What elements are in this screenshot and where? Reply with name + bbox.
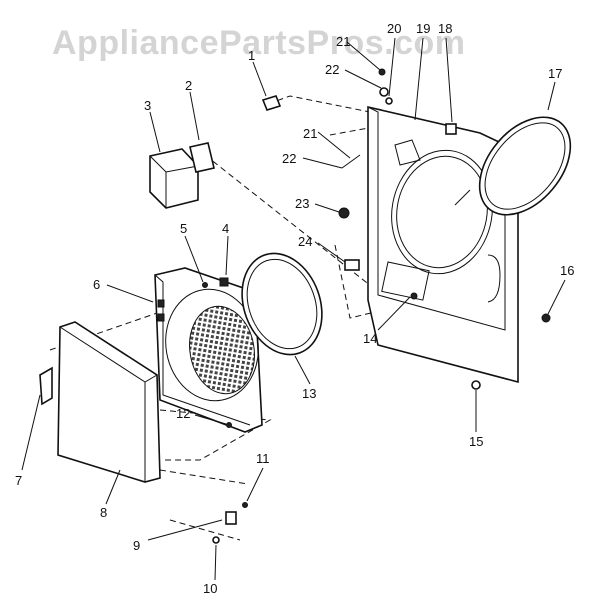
callout-15: 15 [469, 434, 483, 449]
callout-24: 24 [298, 234, 312, 249]
callout-22: 22 [325, 62, 339, 77]
callout-10: 10 [203, 581, 217, 596]
callout-9: 9 [133, 538, 140, 553]
part-3-control-box [149, 148, 199, 209]
part-2-plate [189, 142, 215, 173]
callout-19: 19 [416, 21, 430, 36]
leader-lines [21, 37, 566, 581]
callout-1: 1 [248, 48, 255, 63]
callout-14: 14 [363, 331, 377, 346]
callout-18: 18 [438, 21, 452, 36]
callout-21: 21 [336, 34, 350, 49]
callout-3: 3 [144, 98, 151, 113]
callout-7: 7 [15, 473, 22, 488]
callout-23: 23 [295, 196, 309, 211]
callout-22b: 22 [282, 151, 296, 166]
callouts: 1 2 3 4 5 6 7 8 9 10 11 12 13 14 15 16 1… [15, 21, 574, 596]
callout-6: 6 [93, 277, 100, 292]
callout-12: 12 [176, 406, 190, 421]
callout-16: 16 [560, 263, 574, 278]
callout-8: 8 [100, 505, 107, 520]
callout-17: 17 [548, 66, 562, 81]
callout-13: 13 [302, 386, 316, 401]
hardware [202, 68, 551, 544]
callout-21b: 21 [303, 126, 317, 141]
part-13-door-gasket [241, 252, 323, 356]
callout-5: 5 [180, 221, 187, 236]
watermark: AppliancePartsPros.com [52, 24, 465, 62]
callout-11: 11 [256, 451, 270, 466]
part-6-inner-door [154, 267, 263, 433]
callout-4: 4 [222, 221, 229, 236]
part-1-connector [261, 95, 282, 111]
callout-20: 20 [387, 21, 401, 36]
part-17-gasket-ring [478, 116, 572, 216]
part-7-handle [39, 366, 53, 406]
part-8-outer-door [57, 321, 161, 483]
callout-2: 2 [185, 78, 192, 93]
